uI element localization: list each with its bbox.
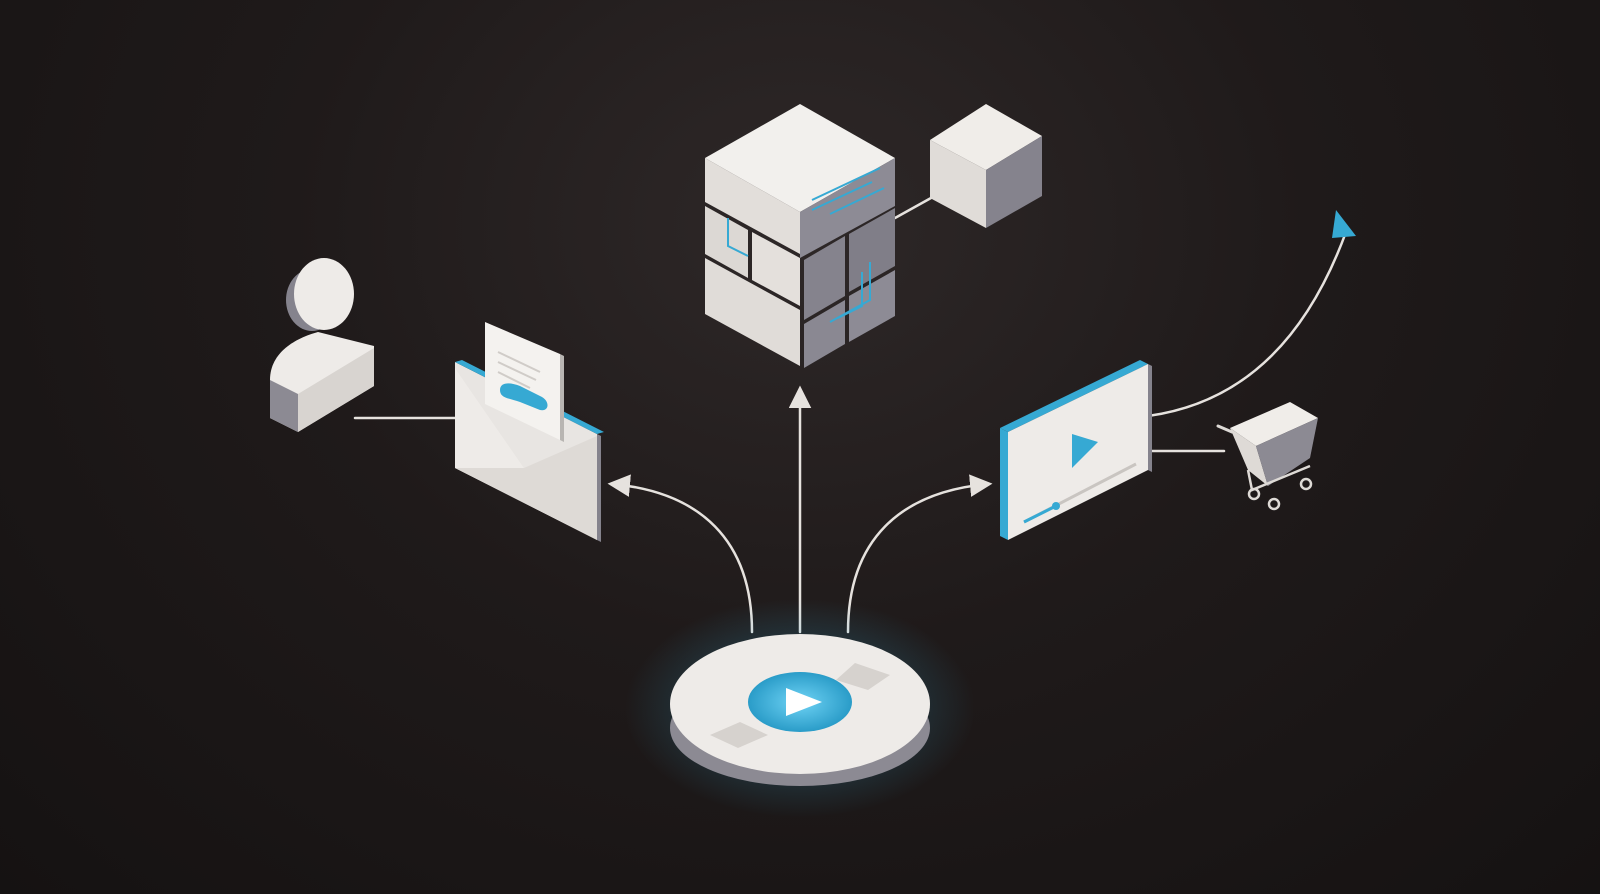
satellite-node xyxy=(930,104,1042,228)
video-progress-knob xyxy=(1052,502,1060,510)
video-play-icon xyxy=(1072,434,1098,468)
video-node xyxy=(1000,360,1152,540)
connector-lines xyxy=(353,181,1348,634)
cube-stack-icon xyxy=(705,104,895,368)
arrow-up-right-icon xyxy=(1332,210,1356,238)
user-node xyxy=(270,258,374,432)
hub-node[interactable] xyxy=(625,598,975,818)
cube-icon xyxy=(930,104,1042,228)
shopping-cart-icon xyxy=(1216,402,1318,511)
connector-hub-to-mail xyxy=(607,474,754,634)
video-player-icon xyxy=(1000,360,1152,540)
cart-node xyxy=(1216,402,1318,511)
circuit-lines xyxy=(727,167,885,323)
play-icon xyxy=(786,688,822,716)
envelope-icon xyxy=(455,322,604,542)
user-icon xyxy=(270,258,374,432)
mail-badge xyxy=(500,383,548,411)
connector-video-to-growth xyxy=(1146,230,1348,418)
connector-hub-to-video xyxy=(846,474,993,634)
data-node xyxy=(705,104,895,368)
mail-node xyxy=(455,322,604,542)
video-progress-fill xyxy=(1023,504,1057,524)
